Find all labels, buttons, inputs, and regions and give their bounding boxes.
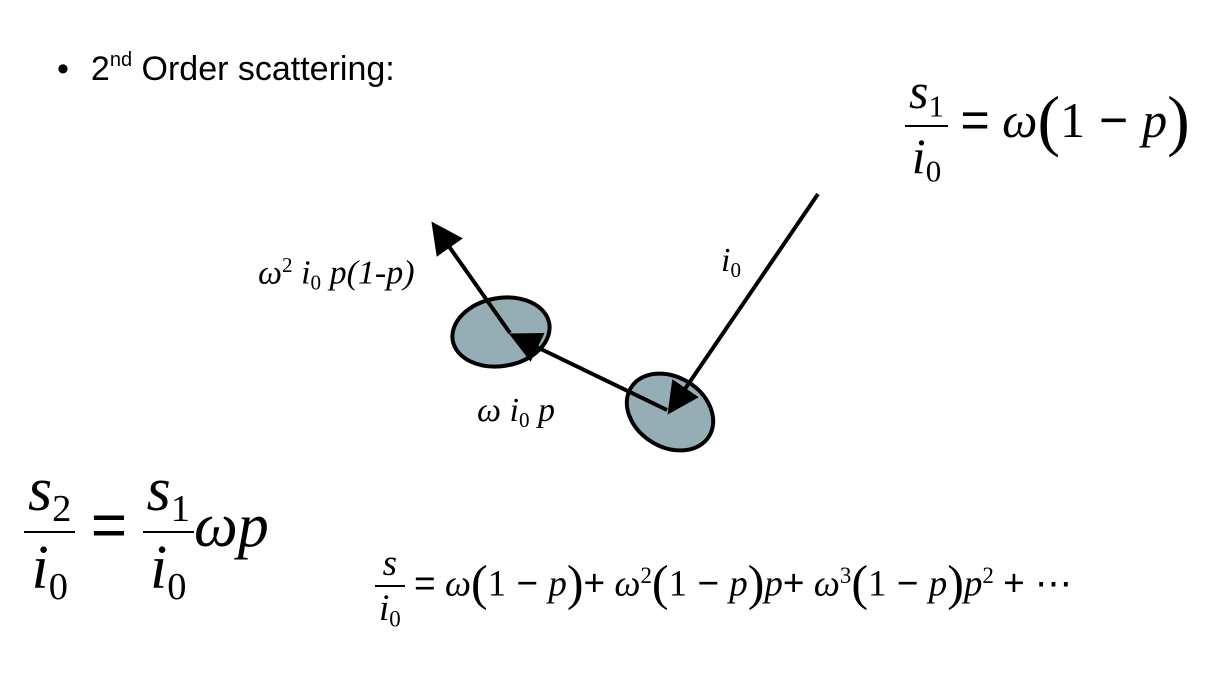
label-first-scatter: ω i0 p: [477, 392, 556, 432]
series-ellipsis: + ⋯: [1003, 562, 1072, 604]
second-scatter-arrow: [431, 221, 512, 335]
fraction-s1-i0: s1 i0: [905, 62, 948, 189]
fraction-s1-i0: s1 i0: [142, 455, 194, 609]
fraction-s-i0: s i0: [375, 542, 405, 632]
title-number: 2: [90, 50, 110, 88]
label-incident: i0: [721, 242, 741, 282]
particle-left: [450, 295, 552, 369]
omega-symbol: ω: [1002, 92, 1038, 149]
title-text: Order scattering:: [132, 50, 395, 88]
omega-p-term: ωp: [193, 491, 269, 560]
series-equation: s i0 = ω(1 − p)+ ω2(1 − p)p+ ω3(1 − p)p2…: [375, 542, 1072, 632]
fraction-s2-i0: s2 i0: [24, 455, 76, 609]
slide-bullet-title: • 2nd Order scattering:: [57, 50, 395, 89]
particle-right: [624, 371, 716, 453]
equals-sign: =: [90, 490, 128, 560]
first-scatter-arrow: [508, 333, 668, 412]
label-second-scatter: ω2 i0 p(1-p): [258, 253, 415, 295]
bullet-dot: •: [57, 50, 69, 88]
equals-sign: =: [960, 92, 990, 149]
first-order-equation: s1 i0 = ω(1 − p): [905, 62, 1190, 189]
incident-ray-arrow: [667, 192, 820, 415]
title-superscript: nd: [109, 49, 133, 71]
second-order-equation: s2 i0 = s1 i0 ωp: [24, 455, 269, 609]
